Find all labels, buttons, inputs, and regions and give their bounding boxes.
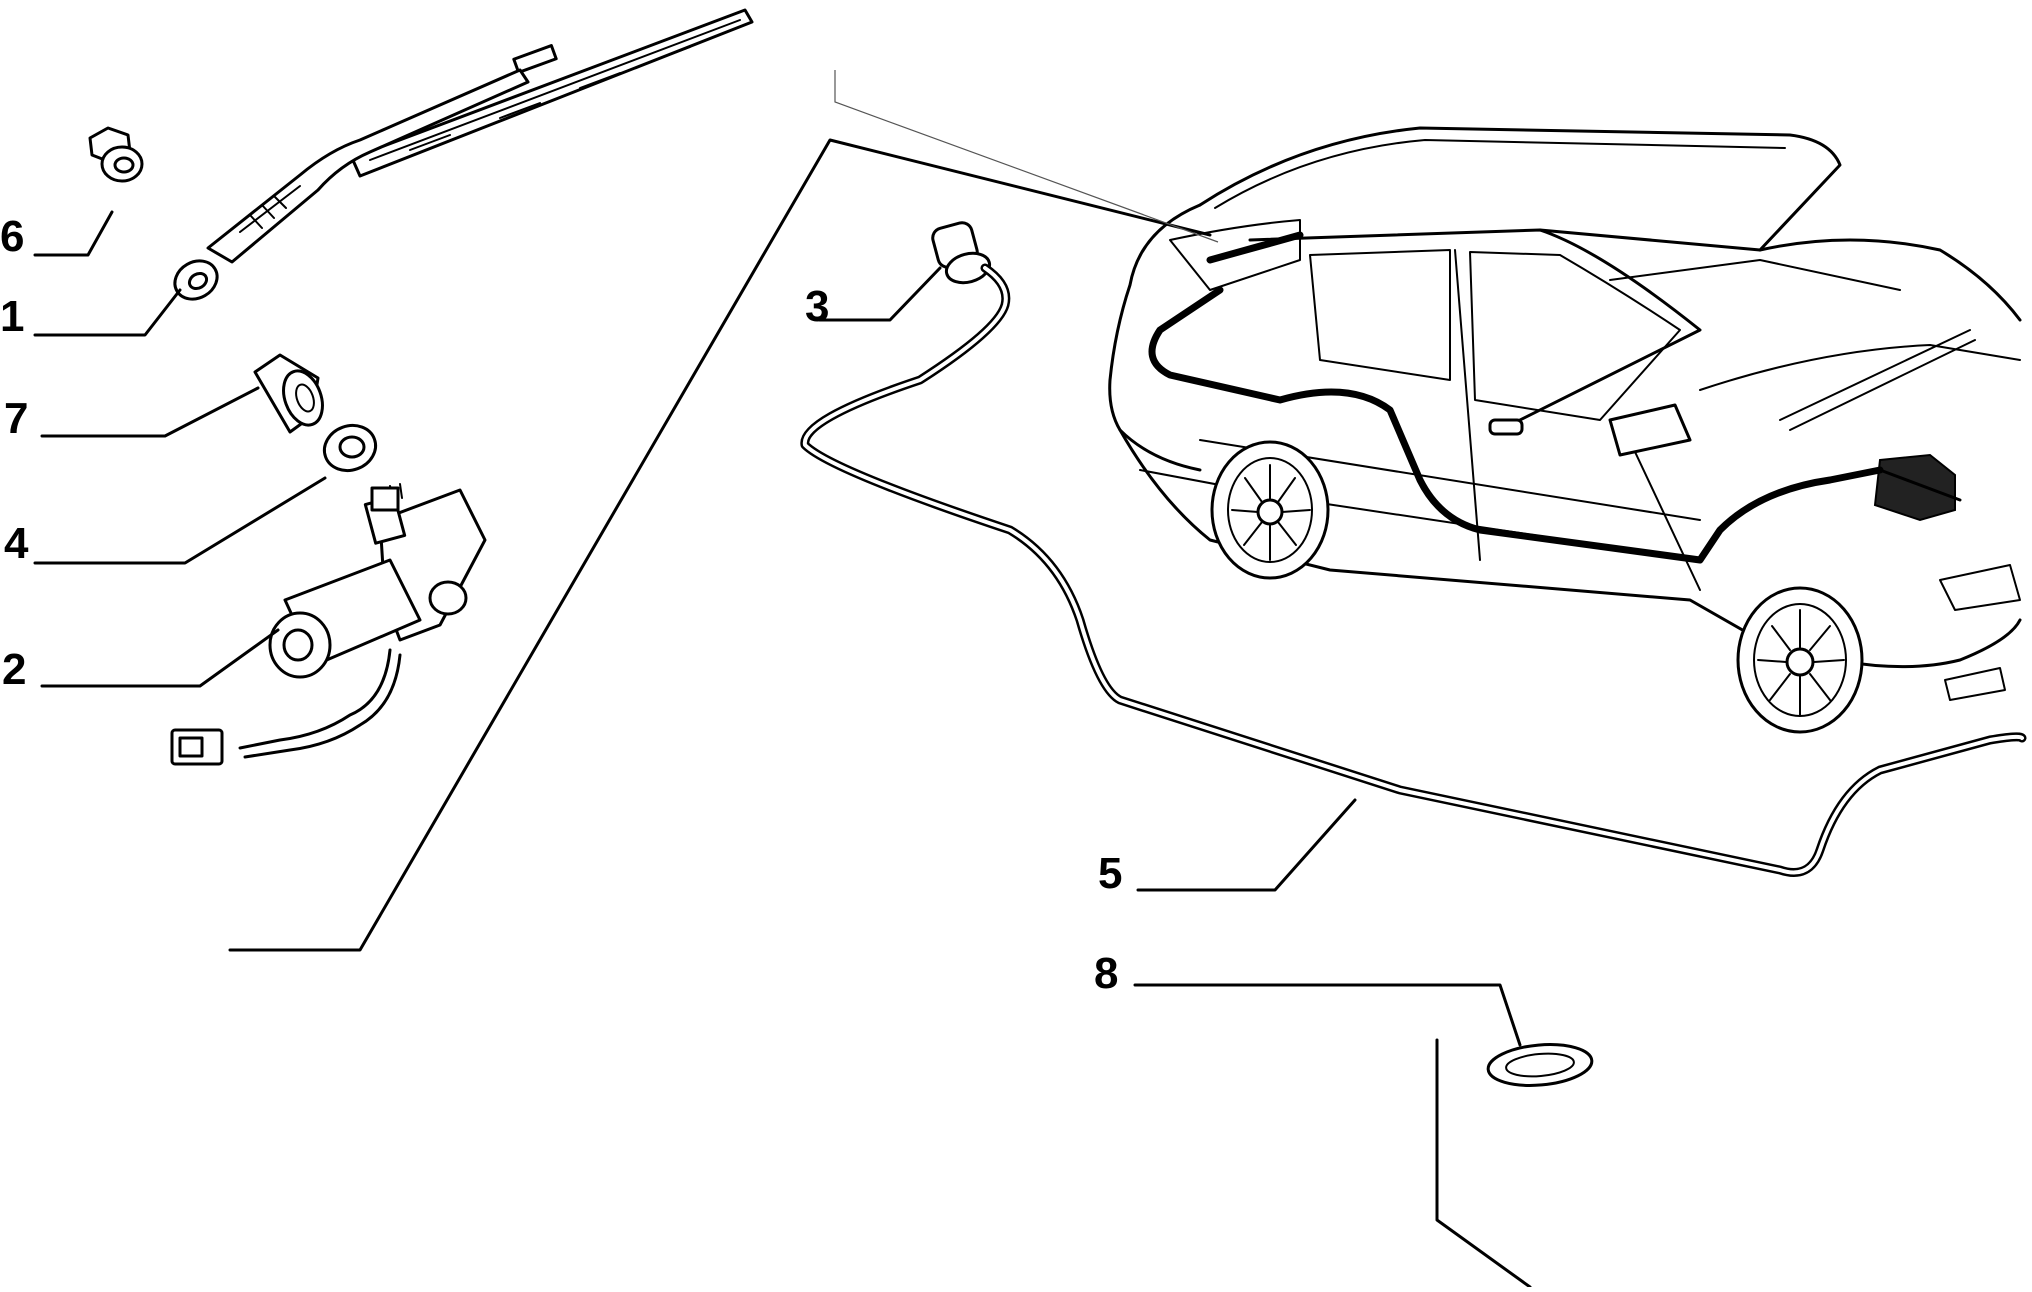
grommet-small-part [1486, 1043, 1594, 1087]
hairline-leader [834, 70, 1219, 243]
car-illustration [1108, 126, 2022, 734]
leader-4 [33, 476, 327, 565]
nozzle-part [931, 221, 992, 285]
washer-hose-part [800, 263, 2027, 877]
leader-8 [1133, 983, 1522, 1047]
bracket-line-left [228, 138, 1212, 952]
leader-2 [40, 628, 280, 688]
wiper-motor-part [170, 483, 487, 766]
leader-lines [33, 70, 1532, 1289]
leader-5 [1136, 798, 1357, 892]
bracket-line-bottom [1435, 1038, 1532, 1289]
leader-3 [818, 266, 942, 322]
nut-part [88, 126, 144, 183]
callout-7: 7 [4, 394, 29, 443]
front-wheel [1736, 586, 1864, 734]
callout-1: 1 [0, 292, 25, 341]
leader-1 [33, 288, 182, 337]
grommet-part [322, 423, 378, 473]
callout-4: 4 [4, 519, 29, 568]
leader-7 [40, 386, 260, 438]
callout-3: 3 [805, 282, 830, 331]
rear-wheel [1210, 440, 1330, 580]
callout-2: 2 [2, 645, 27, 694]
cap-part [253, 353, 324, 434]
callout-8: 8 [1094, 949, 1119, 998]
leader-6 [33, 210, 114, 257]
wiper-arm-part [173, 8, 754, 301]
callout-5: 5 [1098, 849, 1123, 898]
callout-6: 6 [0, 212, 25, 261]
